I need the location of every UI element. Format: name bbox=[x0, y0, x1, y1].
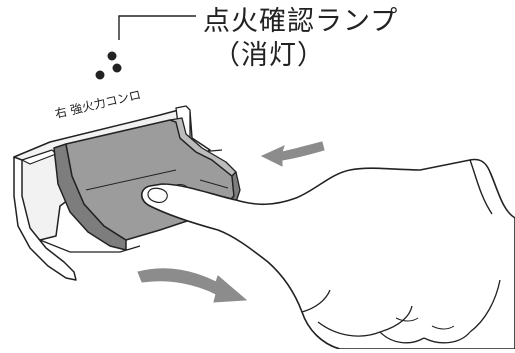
lamp-callout-title: 点火確認ランプ bbox=[203, 6, 399, 37]
rotate-arrow-icon bbox=[137, 268, 248, 303]
hand-illustration bbox=[140, 158, 515, 350]
callout-leader-line bbox=[118, 15, 196, 40]
lamp-callout-status: （消灯） bbox=[213, 40, 325, 71]
burner-label: 右 強火力コンロ bbox=[53, 87, 142, 121]
indicator-lamp-icon bbox=[95, 51, 122, 80]
push-arrow-icon bbox=[260, 141, 325, 167]
